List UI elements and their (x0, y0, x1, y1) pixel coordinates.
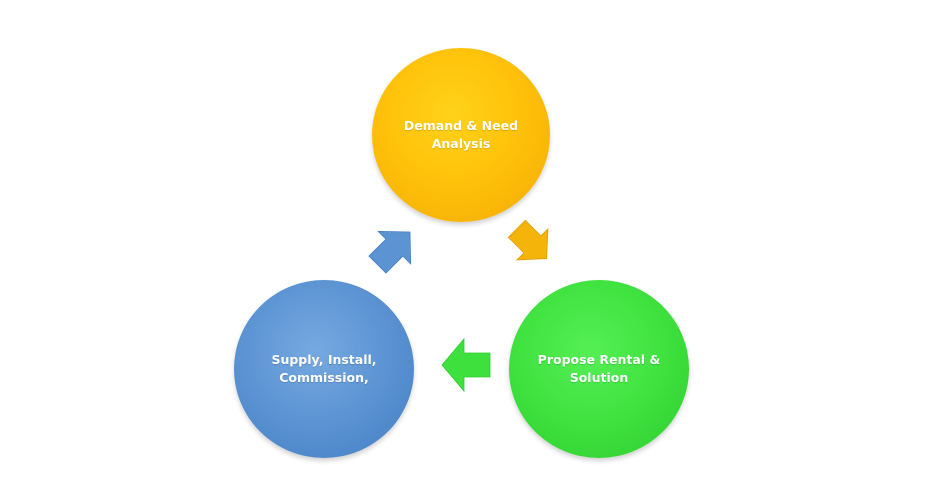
node-propose-rental: Propose Rental & Solution (509, 280, 689, 458)
node-supply-install-label: Supply, Install, Commission, (271, 351, 377, 385)
node-demand-analysis: Demand & Need Analysis (372, 48, 550, 222)
node-propose-rental-label: Propose Rental & Solution (537, 351, 661, 385)
node-supply-install: Supply, Install, Commission, (234, 280, 414, 458)
node-demand-analysis-label: Demand & Need Analysis (403, 117, 519, 151)
arrow-demand-to-propose-icon (507, 219, 549, 261)
arrow-propose-to-supply-icon (441, 337, 491, 393)
arrow-supply-to-demand-icon (368, 230, 412, 274)
